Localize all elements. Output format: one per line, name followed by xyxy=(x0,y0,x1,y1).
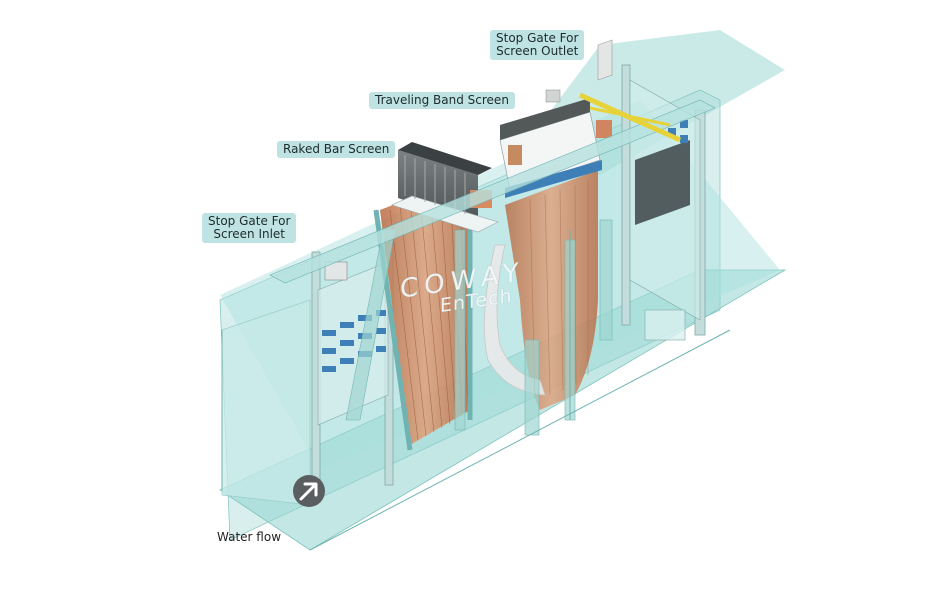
inlet-side-wall xyxy=(221,299,311,506)
callout-line: Stop Gate For xyxy=(208,214,291,228)
water-flow-label: Water flow xyxy=(217,530,282,544)
callout-traveling-band-screen: Traveling Band Screen xyxy=(369,92,515,109)
callout-stop-gate-outlet: Stop Gate For Screen Outlet xyxy=(490,30,585,60)
callout-line: Screen Inlet xyxy=(213,227,286,241)
callout-line: Traveling Band Screen xyxy=(375,93,509,107)
callout-stop-gate-inlet: Stop Gate For Screen Inlet xyxy=(202,213,297,243)
callout-line: Screen Outlet xyxy=(496,44,579,58)
callout-line: Raked Bar Screen xyxy=(283,142,390,156)
callout-raked-bar-screen: Raked Bar Screen xyxy=(277,141,396,158)
upper-walkway xyxy=(269,89,716,284)
front-frame-lines xyxy=(221,230,731,551)
arrow-circle-icon xyxy=(293,475,325,507)
callout-line: Stop Gate For xyxy=(496,31,579,45)
outlet-stop-gate xyxy=(597,39,706,341)
